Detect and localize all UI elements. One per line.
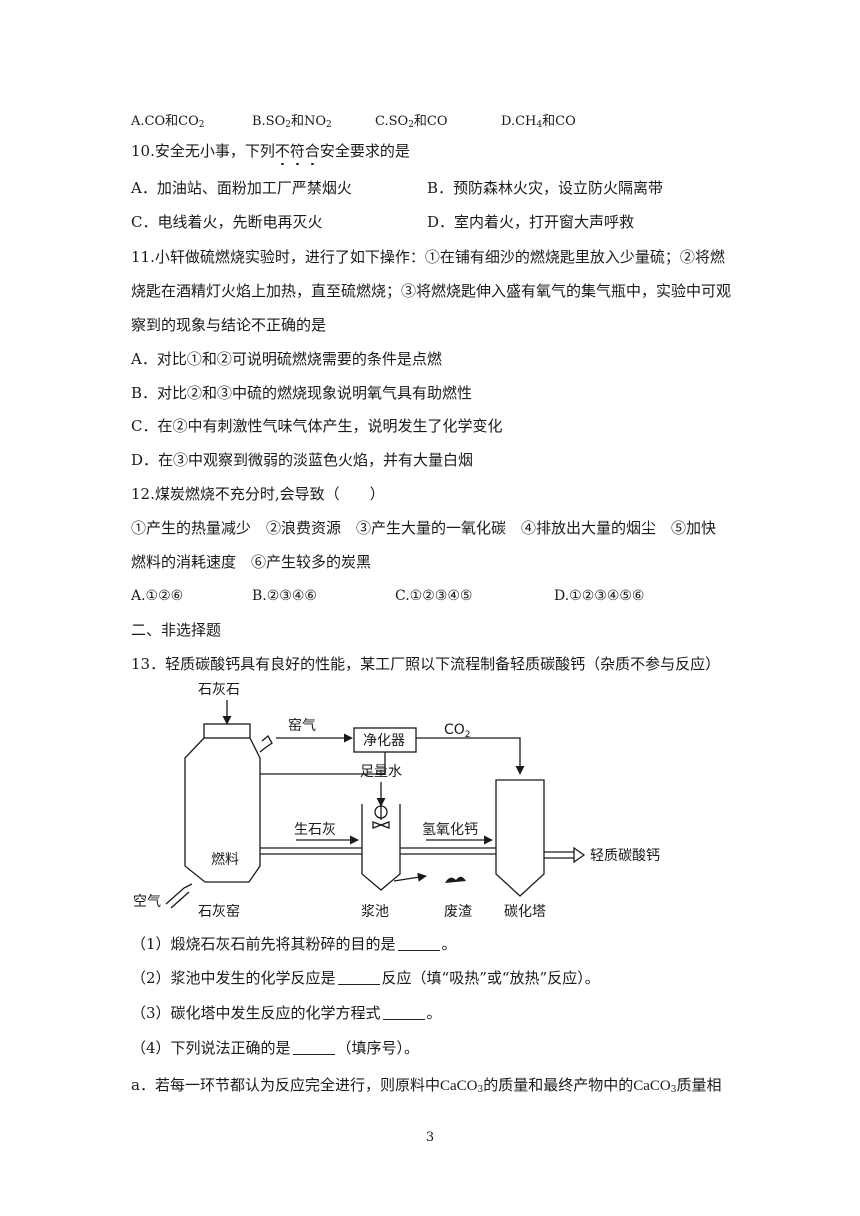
label-kiln-gas: 窑气: [288, 717, 316, 734]
q11-option-b[interactable]: B．对比②和③中硫的燃烧现象说明氧气具有助燃性: [131, 384, 473, 402]
waste-outlet-line: [393, 872, 427, 882]
section-heading: 二、非选择题: [131, 621, 222, 639]
label-co2: CO2: [444, 722, 471, 740]
slurry-pool-body: [361, 804, 401, 891]
q12-items-line2: 燃料的消耗速度 ⑥产生较多的炭黑: [131, 553, 372, 571]
page-number: 3: [425, 1130, 435, 1145]
q10-stem: 10.安全无小事，下列不符合安全要求的是: [131, 142, 410, 160]
q13-sub1-blank[interactable]: [397, 935, 440, 951]
kiln-gas-outlet: [259, 735, 273, 753]
q9-option-b[interactable]: B.SO2和NO2: [252, 114, 332, 130]
kiln-top-cap: [203, 723, 251, 739]
q9-option-d[interactable]: D.CH4和CO: [501, 114, 576, 130]
label-air: 空气: [133, 894, 161, 910]
label-product: 轻质碳酸钙: [590, 848, 660, 864]
q9-option-a[interactable]: A.CO和CO2: [131, 114, 205, 130]
q13-sub4: （4）下列说法正确的是（填序号）。: [131, 1039, 420, 1057]
q10-option-b[interactable]: B．预防森林火灾，设立防火隔离带: [427, 179, 664, 197]
q13-sub1: （1）煅烧石灰石前先将其粉碎的目的是。: [131, 935, 457, 953]
air-inlet-tip: [183, 883, 193, 889]
co2-line-arrow: [416, 737, 525, 775]
q10-option-c[interactable]: C．电线着火，先断电再灭火: [131, 213, 323, 231]
label-purifier: 净化器: [363, 733, 405, 749]
q13-statement-a[interactable]: a．若每一环节都认为反应完全进行，则原料中CaCO3的质量和最终产物中的CaCO…: [131, 1076, 722, 1095]
q10-option-d[interactable]: D．室内着火，打开窗大声呼救: [427, 213, 635, 231]
q12-option-b[interactable]: B.②③④⑥: [252, 588, 317, 604]
q11-stem-line3: 察到的现象与结论不正确的是: [131, 316, 327, 334]
label-hydroxide: 氢氧化钙: [422, 822, 478, 838]
q13-sub2-blank[interactable]: [337, 969, 380, 985]
label-kiln: 石灰窑: [198, 903, 240, 920]
q13-sub3-blank[interactable]: [382, 1004, 425, 1020]
air-inlet-line-1: [165, 887, 185, 905]
q10-option-a[interactable]: A．加油站、面粉加工厂严禁烟火: [131, 179, 352, 197]
label-fuel: 燃料: [211, 851, 239, 868]
q11-option-a[interactable]: A．对比①和②可说明硫燃烧需要的条件是点燃: [131, 350, 442, 368]
air-inlet-line-2: [170, 891, 190, 909]
q12-stem: 12.煤炭燃烧不充分时,会导致（ ）: [131, 485, 385, 503]
q11-option-c[interactable]: C．在②中有刺激性气味气体产生，说明发生了化学变化: [131, 417, 503, 435]
label-water: 足量水: [360, 764, 402, 780]
q11-stem-line2: 烧匙在酒精灯火焰上加热，直至硫燃烧；③将燃烧匙伸入盛有氧气的集气瓶中，实验中可观: [131, 282, 732, 300]
q13-stem: 13．轻质碳酸钙具有良好的性能，某工厂照以下流程制备轻质碳酸钙（杂质不参与反应）: [131, 655, 721, 673]
label-waste: 废渣: [444, 904, 472, 920]
q13-sub3: （3）碳化塔中发生反应的化学方程式。: [131, 1004, 442, 1022]
label-pool: 浆池: [361, 904, 389, 920]
q13-sub4-blank[interactable]: [292, 1039, 335, 1055]
product-arrow-head: [573, 846, 586, 864]
label-limestone: 石灰石: [198, 682, 240, 698]
carbonation-tower-body: [495, 779, 545, 897]
q12-option-d[interactable]: D.①②③④⑤⑥: [554, 588, 645, 604]
process-flow-diagram: 石灰石 窑气 净化器 CO2 足量水 生石灰 氢氧化钙 轻质碳酸钙 燃料 空气 …: [133, 682, 660, 920]
q11-stem-line1: 11.小轩做硫燃烧实验时，进行了如下操作：①在铺有细沙的燃烧匙里放入少量硫；②将…: [131, 248, 725, 266]
stirrer-blade: [372, 821, 390, 829]
q13-sub2: （2）浆池中发生的化学反应是反应（填“吸热”或“放热”反应）。: [131, 969, 600, 987]
q12-option-a[interactable]: A.①②⑥: [131, 588, 184, 604]
q12-items-line1: ①产生的热量减少 ②浪费资源 ③产生大量的一氧化碳 ④排放出大量的烟尘 ⑤加快: [131, 519, 717, 537]
kiln-body: [184, 737, 261, 883]
q11-option-d[interactable]: D．在③中观察到微弱的淡蓝色火焰，并有大量白烟: [131, 451, 474, 469]
label-quicklime: 生石灰: [294, 822, 336, 838]
label-tower: 碳化塔: [504, 904, 546, 920]
q12-option-c[interactable]: C.①②③④⑤: [395, 588, 473, 604]
waste-heap-icon: [445, 876, 466, 883]
q9-option-c[interactable]: C.SO2和CO: [375, 114, 448, 130]
